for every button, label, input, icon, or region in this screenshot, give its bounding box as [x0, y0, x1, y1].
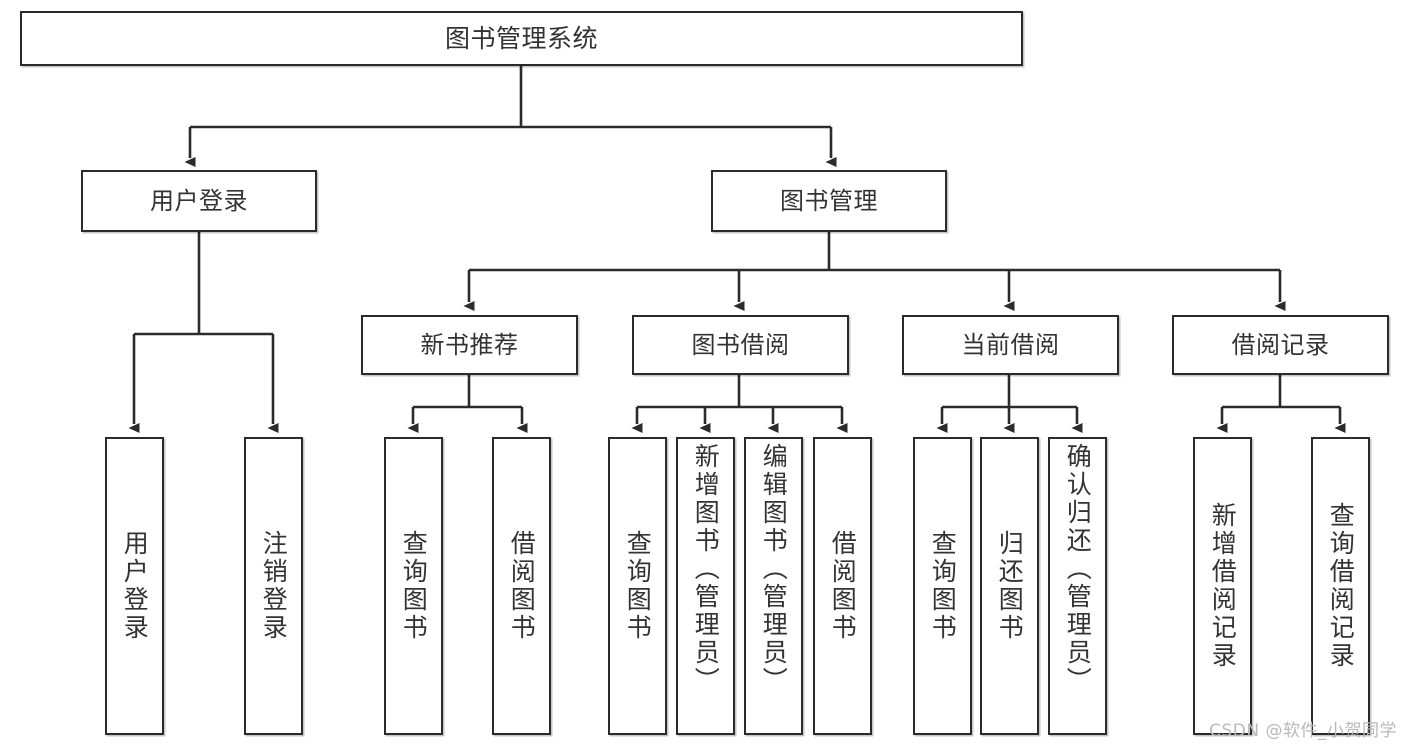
leaf-add-book-admin[interactable]: 新增图书（管理员） [676, 437, 735, 735]
leaf-query-borrow-record[interactable]: 查询借阅记录 [1311, 437, 1370, 735]
leaf-logout[interactable]: 注销登录 [244, 437, 303, 735]
node-user-login-label: 用户登录 [150, 186, 248, 215]
leaf-borrow-book-recommend[interactable]: 借阅图书 [492, 437, 551, 735]
node-borrow-record-label: 借阅记录 [1231, 330, 1330, 359]
leaf-user-login-label: 用户登录 [120, 530, 150, 642]
leaf-return-book-label: 归还图书 [995, 530, 1025, 642]
leaf-add-book-admin-label: 新增图书（管理员） [691, 443, 721, 695]
leaf-query-book-borrow-label: 查询图书 [623, 530, 653, 642]
node-book-management-label: 图书管理 [780, 186, 878, 215]
node-book-management[interactable]: 图书管理 [711, 170, 947, 232]
node-user-login[interactable]: 用户登录 [81, 170, 317, 232]
leaf-add-borrow-record[interactable]: 新增借阅记录 [1193, 437, 1252, 735]
leaf-query-book-borrow[interactable]: 查询图书 [608, 437, 667, 735]
leaf-query-book-recommend-label: 查询图书 [399, 530, 429, 642]
leaf-borrow-book-recommend-label: 借阅图书 [507, 530, 537, 642]
node-current-borrow-label: 当前借阅 [961, 330, 1060, 359]
leaf-query-book-recommend[interactable]: 查询图书 [384, 437, 443, 735]
leaf-edit-book-admin-label: 编辑图书（管理员） [759, 443, 789, 695]
leaf-confirm-return-admin[interactable]: 确认归还（管理员） [1048, 437, 1107, 735]
leaf-query-borrow-record-label: 查询借阅记录 [1326, 502, 1356, 670]
leaf-borrow-book[interactable]: 借阅图书 [813, 437, 872, 735]
node-root-book-management-system[interactable]: 图书管理系统 [20, 11, 1023, 66]
node-book-borrow-label: 图书借阅 [691, 330, 790, 359]
node-new-book-recommend-label: 新书推荐 [420, 330, 519, 359]
node-root-label: 图书管理系统 [444, 23, 598, 53]
leaf-confirm-return-admin-label: 确认归还（管理员） [1063, 443, 1093, 695]
watermark-text: CSDN @软件_小贺同学 [1209, 721, 1397, 741]
leaf-return-book[interactable]: 归还图书 [980, 437, 1039, 735]
leaf-add-borrow-record-label: 新增借阅记录 [1208, 502, 1238, 670]
leaf-logout-label: 注销登录 [259, 530, 289, 642]
node-current-borrow[interactable]: 当前借阅 [902, 315, 1119, 375]
leaf-borrow-book-label: 借阅图书 [828, 530, 858, 642]
node-new-book-recommend[interactable]: 新书推荐 [361, 315, 578, 375]
leaf-query-book-current[interactable]: 查询图书 [913, 437, 972, 735]
node-borrow-record[interactable]: 借阅记录 [1172, 315, 1389, 375]
leaf-query-book-current-label: 查询图书 [928, 530, 958, 642]
node-book-borrow[interactable]: 图书借阅 [632, 315, 849, 375]
leaf-edit-book-admin[interactable]: 编辑图书（管理员） [744, 437, 803, 735]
leaf-user-login[interactable]: 用户登录 [105, 437, 164, 735]
